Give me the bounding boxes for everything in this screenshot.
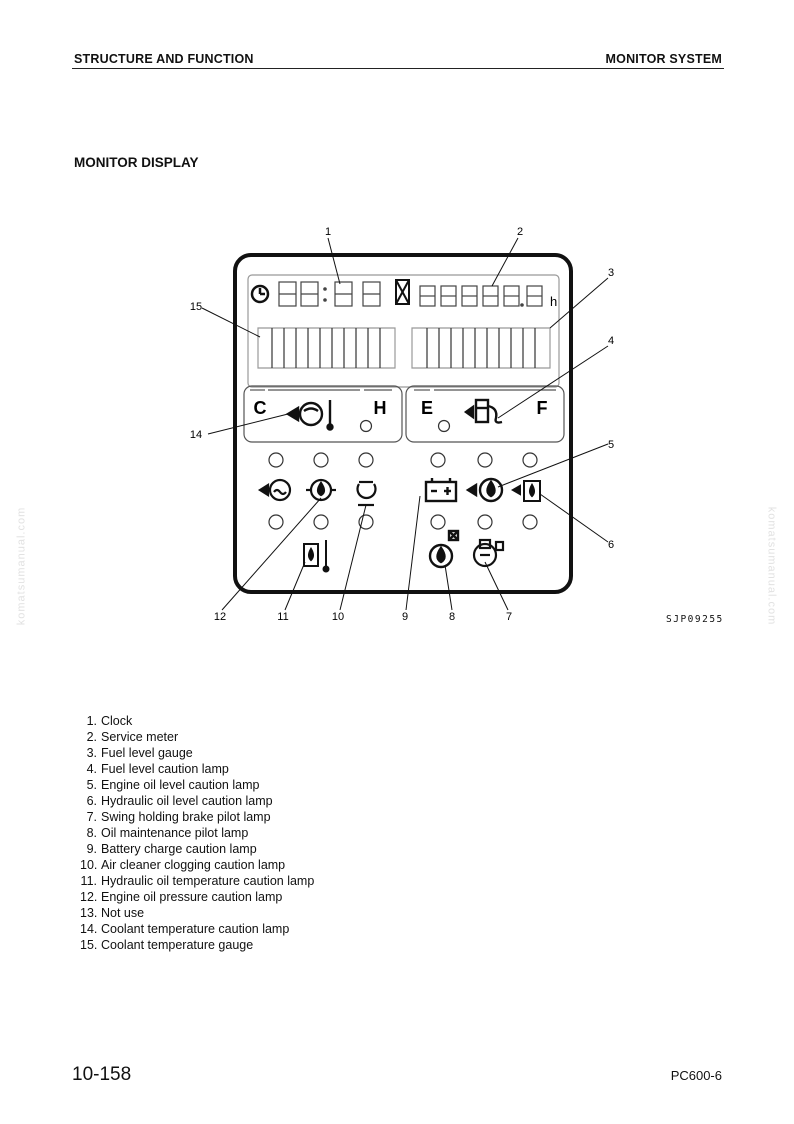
legend-text: Fuel level caution lamp: [101, 762, 229, 776]
leader-lines: [201, 237, 609, 611]
callout-14: 14: [190, 429, 202, 441]
legend-text: Clock: [101, 714, 133, 728]
legend-item: 14.Coolant temperature caution lamp: [80, 921, 314, 937]
legend-text: Oil maintenance pilot lamp: [101, 826, 249, 840]
air-cleaner-icon: [356, 480, 377, 507]
legend-text: Battery charge caution lamp: [101, 842, 257, 856]
callout-10: 10: [332, 611, 344, 623]
legend-list: 1. Clock 2. Service meter 3. Fuel level gau…: [80, 713, 314, 953]
gauge-coolant-hot-label: H: [374, 398, 387, 418]
legend-number: 4.: [86, 762, 97, 776]
legend-item: 11. Hydraulic oil temperature caution lam…: [80, 873, 315, 889]
legend-text: Engine oil level caution lamp: [101, 778, 260, 792]
callout-15: 15: [190, 301, 202, 313]
coolant-bar-gauge: [257, 327, 396, 369]
coolant-temperature-icon: [285, 400, 334, 431]
watermark-right: komatsumanual.com: [765, 506, 778, 626]
oil-maintenance-icon: [428, 529, 460, 569]
hourglass-icon: [395, 279, 410, 305]
gauge-coolant-cold-label: C: [254, 398, 267, 418]
legend-number: 15.: [80, 938, 98, 952]
legend-text: Service meter: [101, 730, 179, 744]
legend-text: Swing holding brake pilot lamp: [101, 810, 271, 824]
callout-12: 12: [214, 611, 226, 623]
legend-text: Coolant temperature gauge: [101, 938, 254, 952]
legend-item: 8. Oil maintenance pilot lamp: [80, 825, 314, 841]
battery-charge-icon: [424, 478, 458, 503]
legend-text: Not use: [101, 906, 145, 920]
gauge-fuel-empty-label: E: [421, 398, 433, 418]
monitor-frame: [233, 253, 573, 594]
legend-number: 1.: [86, 714, 97, 728]
legend-item: 13.Not use: [80, 905, 314, 921]
legend-item: 15.Coolant temperature gauge: [80, 937, 314, 953]
legend-number: 10.: [80, 858, 98, 872]
fuel-pump-icon: [463, 398, 503, 424]
clock-digits: [278, 281, 381, 307]
callout-5: 5: [608, 439, 614, 451]
hydraulic-oil-level-icon: [510, 480, 541, 502]
clock-icon: [250, 284, 270, 304]
legend-number: 6.: [86, 794, 97, 808]
callout-1: 1: [325, 226, 331, 238]
legend-item: 7. Swing holding brake pilot lamp: [80, 809, 314, 825]
legend-text: Fuel level gauge: [101, 746, 193, 760]
legend-text: Hydraulic oil temperature caution lamp: [101, 874, 315, 888]
legend-item: 4. Fuel level caution lamp: [80, 761, 314, 777]
header-chapter-title: MONITOR SYSTEM: [605, 52, 722, 66]
legend-number: 5.: [86, 778, 97, 792]
legend-number: 14.: [80, 922, 98, 936]
hydraulic-oil-temperature-icon: [303, 540, 330, 573]
page-number: 10-158: [72, 1064, 132, 1085]
callout-7: 7: [506, 611, 512, 623]
legend-item: 5. Engine oil level caution lamp: [80, 777, 314, 793]
legend-number: 13.: [80, 906, 98, 920]
callout-3: 3: [608, 267, 614, 279]
model-code: PC600-6: [670, 1068, 722, 1083]
legend-number: 2.: [86, 730, 97, 744]
hour-unit-label: h: [550, 294, 557, 309]
service-meter-digits: [419, 285, 543, 307]
legend-text: Coolant temperature caution lamp: [101, 922, 290, 936]
header-rule: [72, 68, 724, 69]
legend-item: 10.Air cleaner clogging caution lamp: [80, 857, 314, 873]
callout-9: 9: [402, 611, 408, 623]
header-section-title: STRUCTURE AND FUNCTION: [74, 52, 254, 66]
legend-number: 11.: [80, 874, 97, 888]
legend-text: Air cleaner clogging caution lamp: [101, 858, 286, 872]
watermark-left: komatsumanual.com: [15, 506, 28, 626]
indicator-lamps: [268, 419, 538, 530]
legend-item: 3. Fuel level gauge: [80, 745, 314, 761]
legend-item: 2. Service meter: [80, 729, 314, 745]
legend-text: Hydraulic oil level caution lamp: [101, 794, 273, 808]
coolant-level-icon: [257, 478, 292, 502]
gauge-scale-panels: [243, 385, 565, 443]
monitor-panel-diagram: C H E F h 1 2 3 4 5 6 7 8 9 10 11 12 14 …: [190, 226, 614, 623]
legend-number: 7.: [86, 810, 97, 824]
callout-11: 11: [277, 611, 288, 623]
legend-number: 3.: [86, 746, 97, 760]
engine-oil-level-icon: [465, 477, 504, 503]
legend-text: Engine oil pressure caution lamp: [101, 890, 283, 904]
legend-number: 8.: [86, 826, 97, 840]
callout-4: 4: [608, 335, 614, 347]
legend-item: 12.Engine oil pressure caution lamp: [80, 889, 314, 905]
callout-6: 6: [608, 539, 614, 551]
fuel-bar-gauge: [411, 327, 551, 369]
figure-code: SJP09255: [666, 614, 724, 625]
legend-item: 1. Clock: [80, 713, 314, 729]
legend-item: 9. Battery charge caution lamp: [80, 841, 314, 857]
gauge-fuel-full-label: F: [537, 398, 548, 418]
section-title: MONITOR DISPLAY: [74, 155, 199, 170]
engine-oil-pressure-icon: [306, 478, 336, 502]
legend-number: 12.: [80, 890, 98, 904]
legend-item: 6. Hydraulic oil level caution lamp: [80, 793, 314, 809]
legend-number: 9.: [86, 842, 97, 856]
callout-8: 8: [449, 611, 455, 623]
swing-brake-icon: [472, 538, 505, 568]
callout-2: 2: [517, 226, 523, 238]
